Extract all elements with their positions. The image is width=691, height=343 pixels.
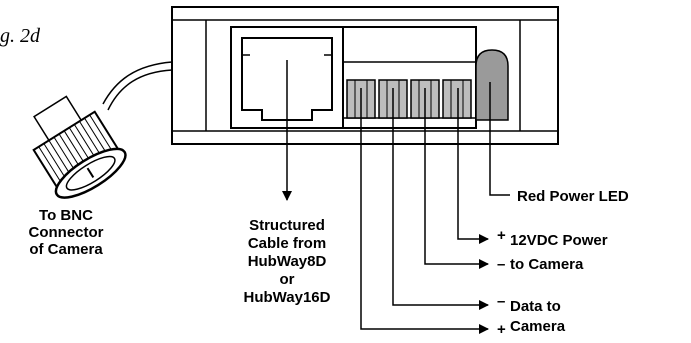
svg-text:HubWay16D: HubWay16D [244, 289, 331, 306]
red-led-label: Red Power LED [517, 188, 629, 205]
bnc-connector-icon [32, 95, 127, 199]
svg-text:Connector: Connector [29, 224, 104, 241]
svg-text:To BNC: To BNC [39, 207, 93, 224]
svg-text:or: or [280, 271, 295, 288]
power-minus-label: to Camera [510, 256, 584, 273]
structured-cable-label: Structured Cable from HubWay8D or HubWay… [244, 217, 331, 306]
power-plus-sign: + [497, 227, 506, 244]
svg-text:Cable from: Cable from [248, 235, 326, 252]
svg-text:Structured: Structured [249, 217, 325, 234]
power-led-icon [475, 49, 509, 121]
data-plus-label: Camera [510, 318, 566, 335]
figure-label: g. 2d [0, 25, 41, 47]
terminal-screw-4 [442, 79, 472, 119]
camera-cable [102, 61, 173, 111]
camera-connector-label: To BNC Connector of Camera [29, 207, 104, 258]
svg-text:HubWay8D: HubWay8D [248, 253, 327, 270]
terminal-block [342, 26, 477, 129]
data-minus-sign: – [497, 293, 505, 310]
svg-text:of Camera: of Camera [29, 241, 103, 258]
power-minus-sign: – [497, 256, 505, 273]
power-plus-label: 12VDC Power [510, 232, 608, 249]
leader-lines [282, 60, 510, 334]
data-plus-sign: + [497, 321, 506, 338]
data-minus-label: Data to [510, 298, 561, 315]
